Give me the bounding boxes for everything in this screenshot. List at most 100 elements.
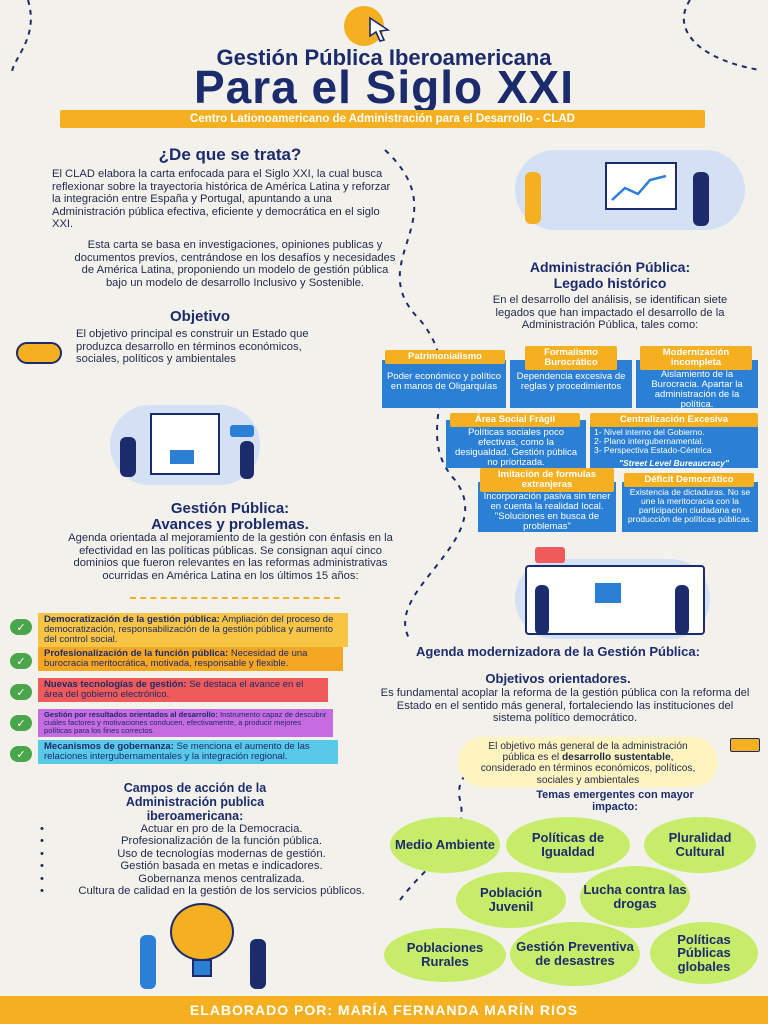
speech-bubble-icon	[16, 342, 62, 364]
campos-item-text: Cultura de calidad en la gestión de los …	[78, 885, 365, 898]
avance-row: Nuevas tecnologías de gestión: Se destac…	[38, 678, 328, 702]
section-heading-objetivo: Objetivo	[169, 308, 230, 325]
legado-tag-6: Imitación de formulas extranjeras	[480, 468, 614, 492]
avance-row-text: Se menciona el aumento de las relaciones…	[44, 741, 310, 762]
legado-box-5-line-3: 3- Perspectiva Estado-Céntrica	[594, 444, 712, 455]
tema-pluralidad-cultural: Pluralidad Cultural	[644, 817, 756, 873]
team-illustration	[90, 395, 280, 490]
page-title: Para el Siglo XXI	[193, 61, 575, 113]
avance-row: Mecanismos de gobernanza: Se menciona el…	[38, 740, 338, 764]
legado-box-3-text: Aislamiento de la Burocracia. Apartar la…	[651, 369, 743, 410]
section-heading-campos: Campos de acción de la Administración pu…	[123, 781, 267, 823]
avance-row: Profesionalización de la función pública…	[38, 647, 343, 671]
avance-row-title: Mecanismos de gobernanza:	[44, 741, 174, 752]
presentation-illustration	[505, 150, 750, 235]
tema-politicas-igualdad: Políticas de Igualdad	[506, 817, 630, 873]
section-heading-avances-2: Avances y problemas.	[151, 516, 309, 533]
web-design-illustration	[515, 545, 715, 640]
avances-text: Agenda orientada al mejoramiento de la g…	[68, 532, 393, 582]
section-heading-que-se-trata: ¿De que se trata?	[158, 145, 302, 164]
tema-poblacion-juvenil: Población Juvenil	[456, 872, 566, 928]
tema-poblaciones-rurales: Poblaciones Rurales	[384, 928, 506, 982]
legado-box-7: Existencia de dictaduras. No se une la m…	[622, 482, 758, 532]
avances-divider	[130, 597, 340, 599]
legado-tag-7: Déficit Democrático	[624, 473, 754, 487]
check-icon: ✓	[10, 684, 32, 700]
avance-row-text: Necesidad de una burocracia meritocrátic…	[44, 648, 308, 669]
legado-box-4-text: Políticas sociales poco efectivas, como …	[454, 427, 577, 468]
section-heading-legado-1: Administración Pública:	[529, 259, 691, 275]
bullet-icon: •	[40, 823, 44, 835]
campos-item: • Actuar en pro de la Democracia.	[40, 823, 375, 835]
note-bubble-icon	[730, 738, 760, 752]
header-banner: Centro Lationoamericano de Administració…	[60, 110, 705, 128]
check-icon: ✓	[10, 653, 32, 669]
avance-row-text: Se destaca el avance en el área del gobi…	[44, 679, 304, 700]
agenda-note-post: , considerado en términos económicos, po…	[480, 752, 696, 786]
footer-bar	[0, 996, 768, 1024]
legado-box-1-text: Poder económico y político en manos de O…	[386, 371, 502, 392]
avance-row-text: Instrumento capaz de descubrir cuáles fa…	[44, 710, 327, 735]
bullet-icon: •	[40, 847, 44, 860]
avance-row-title: Profesionalización de la función pública…	[44, 648, 229, 659]
footer-text: ELABORADO POR: MARÍA FERNANDA MARÍN RIOS	[189, 1002, 579, 1018]
tema-gestion-preventiva: Gestión Preventiva de desastres	[510, 922, 640, 986]
que-se-trata-p1: El CLAD elabora la carta enfocada para e…	[52, 168, 391, 231]
tema-medio-ambiente: Medio Ambiente	[390, 817, 500, 873]
section-heading-legado-2: Legado histórico	[553, 275, 667, 291]
legado-tag-5: Centralización Excesiva	[590, 413, 758, 427]
legado-tag-1: Patrimonialismo	[385, 350, 505, 364]
avance-row-title: Democratización de la gestión pública:	[44, 614, 220, 625]
campos-list: • Actuar en pro de la Democracia. • Profesi…	[40, 823, 375, 898]
campos-item: • Gestión basada en metas e indicadores.	[40, 860, 375, 872]
campos-item: • Profesionalización de la función públic…	[40, 835, 375, 847]
campos-item-text: Actuar en pro de la Democracia.	[140, 823, 303, 835]
que-se-trata-p2: Esta carta se basa en investigaciones, o…	[74, 239, 396, 289]
legado-box-5-quote: "Street Level Bureaucracy"	[618, 457, 730, 468]
campos-item: • Cultura de calidad en la gestión de los…	[40, 885, 375, 897]
campos-item-text: Profesionalización de la función pública…	[121, 835, 322, 848]
bullet-icon: •	[40, 885, 44, 898]
section-heading-avances-1: Gestión Pública:	[170, 500, 290, 517]
campos-item-text: Uso de tecnologías modernas de gestión.	[117, 847, 326, 860]
legado-box-1: Poder económico y político en manos de O…	[382, 360, 506, 408]
legado-box-5: 1- Nivel interno del Gobierno. 2- Plano …	[590, 420, 758, 468]
campos-item: • Gobernanza menos centralizada.	[40, 873, 375, 885]
legado-box-5-line-1: 1- Nivel interno del Gobierno.	[594, 427, 705, 437]
tema-lucha-drogas: Lucha contra las drogas	[580, 866, 690, 928]
legado-box-2-text: Dependencia excesiva de reglas y procedi…	[516, 371, 626, 392]
tema-politicas-globales: Políticas Públicas globales	[650, 922, 758, 984]
lightbulb-illustration	[120, 895, 300, 995]
agenda-text: Es fundamental acoplar la reforma de la …	[380, 687, 750, 725]
legado-box-6-text: Incorporación pasiva sin tener en cuenta…	[483, 491, 611, 532]
agenda-note-bold: desarrollo sustentable	[561, 752, 671, 764]
objetivo-text: El objetivo principal es construir un Es…	[76, 328, 309, 366]
avance-row: Gestión por resultados orientados al des…	[38, 709, 333, 737]
legado-box-7-text: Existencia de dictaduras. No se une la m…	[627, 487, 753, 525]
legado-box-5-line-2: 2- Plano intergubernamental.	[594, 435, 704, 446]
legado-tag-3: Modernización incompleta	[640, 346, 752, 370]
bullet-icon: •	[40, 872, 44, 885]
header-subtitle: Gestión Pública Iberoamericana	[216, 45, 552, 70]
avance-row-title: Nuevas tecnologías de gestión:	[44, 679, 187, 690]
avance-row-text: Ampliación del proceso de democratizació…	[44, 614, 334, 645]
temas-heading: Temas emergentes con mayor impacto:	[536, 789, 694, 814]
check-icon: ✓	[10, 746, 32, 762]
avance-row-title: Gestión por resultados orientados al des…	[44, 710, 218, 719]
avance-row: Democratización de la gestión pública: A…	[38, 613, 348, 647]
campos-item: • Uso de tecnologías modernas de gestión.	[40, 848, 375, 860]
legado-tag-4: Área Social Frágil	[450, 413, 580, 427]
legado-tag-2: Formalismo Burocrático	[525, 346, 617, 370]
campos-item-text: Gobernanza menos centralizada.	[138, 872, 305, 885]
campos-item-text: Gestión basada en metas e indicadores.	[120, 860, 323, 873]
check-icon: ✓	[10, 715, 32, 731]
legado-box-4: Políticas sociales poco efectivas, como …	[446, 420, 586, 468]
bullet-icon: •	[40, 860, 44, 873]
legado-intro: En el desarrollo del análisis, se identi…	[492, 294, 728, 332]
section-heading-agenda-2: Objetivos orientadores.	[485, 671, 631, 686]
pointer-icon	[369, 16, 391, 42]
check-icon: ✓	[10, 619, 32, 635]
bullet-icon: •	[40, 835, 44, 848]
agenda-note-pre: El objetivo más general de la administra…	[488, 741, 688, 764]
